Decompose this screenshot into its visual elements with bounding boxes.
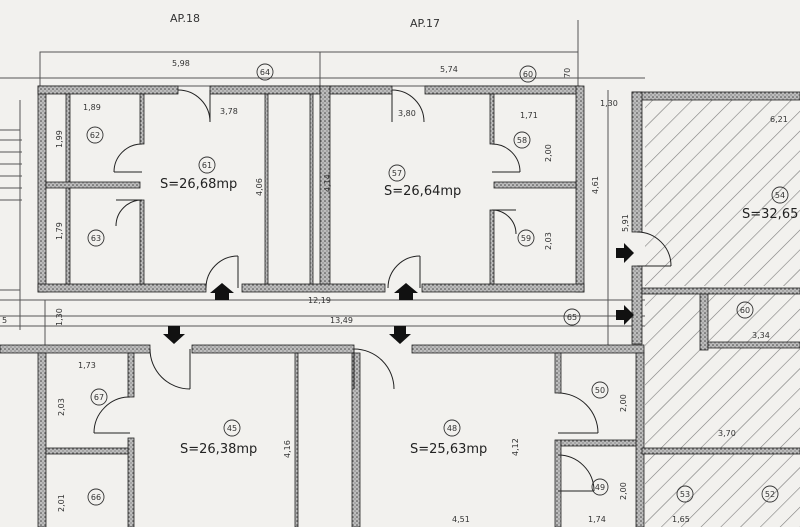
- dimension: 4,12: [511, 438, 520, 456]
- room-number: 60: [523, 70, 533, 79]
- area-label-61: S=26,68mp: [160, 177, 237, 192]
- room-number: 64: [260, 68, 270, 77]
- dimension: 4,51: [452, 515, 470, 524]
- dimension: 2,00: [619, 394, 628, 412]
- area-label-45: S=26,38mp: [180, 442, 257, 457]
- dimension: 1,65: [672, 515, 690, 524]
- dimension: 2,00: [619, 482, 628, 500]
- dimension: 1,99: [55, 130, 64, 148]
- dimension: 4,06: [255, 178, 264, 196]
- dimension: 3,78: [220, 107, 238, 116]
- room-number: 63: [91, 234, 101, 243]
- room-number: 67: [94, 393, 104, 402]
- room-number-circles: [86, 63, 789, 506]
- dimension: 2,03: [544, 232, 553, 250]
- dimensions: 5,98 5,74 1,89 3,78 3,80 1,71 1,30 6,21 …: [2, 59, 788, 524]
- room-number: 59: [521, 234, 531, 243]
- vertical-dimensions: 70 1,99 1,79 4,06 4,14 2,00 2,03 4,61 5,…: [55, 68, 630, 512]
- room-number: 65: [567, 313, 577, 322]
- area-label-54: S=32,65: [742, 207, 798, 222]
- area-label-48: S=25,63mp: [410, 442, 487, 457]
- dimension: 1,74: [588, 515, 606, 524]
- dimension: 3,80: [398, 109, 416, 118]
- dimension: 5: [2, 316, 7, 325]
- dimension: 3,34: [752, 331, 770, 340]
- doors: [93, 89, 672, 492]
- dimension: 1,89: [83, 103, 101, 112]
- dimension: 2,01: [57, 494, 66, 512]
- dimension: 1,71: [520, 111, 538, 120]
- stairs: [0, 139, 22, 201]
- room-number: 48: [447, 424, 457, 433]
- room-number: 53: [680, 490, 690, 499]
- room-number: 66: [91, 493, 101, 502]
- hatched-area-right: [645, 96, 800, 527]
- room-number: 60: [740, 306, 750, 315]
- room-number: 58: [517, 136, 527, 145]
- dimension: 1,30: [600, 99, 618, 108]
- dimension: 1,73: [78, 361, 96, 370]
- dimension: 5,91: [621, 214, 630, 232]
- room-number: 52: [765, 490, 775, 499]
- dimension: 5,98: [172, 59, 190, 68]
- dimension: 70: [563, 68, 572, 78]
- area-label-57: S=26,64mp: [384, 184, 461, 199]
- dimension: 4,14: [323, 174, 332, 192]
- dimension: 2,03: [57, 398, 66, 416]
- entrance-arrows: [163, 243, 634, 344]
- dimension: 1,30: [55, 308, 64, 326]
- room-number: 45: [227, 424, 237, 433]
- room-number-labels: 64 60 61 57 62 63 58 59 54 65 60 67 66 4…: [90, 68, 785, 502]
- dimension: 4,16: [283, 440, 292, 458]
- dimension: 2,00: [544, 144, 553, 162]
- dimension: 12,19: [308, 296, 331, 305]
- dimension: 13,49: [330, 316, 353, 325]
- ap17-header: AP.17: [410, 17, 440, 30]
- room-number: 61: [202, 161, 212, 170]
- dimension: 4,61: [591, 176, 600, 194]
- room-number: 50: [595, 386, 605, 395]
- walls: [0, 85, 800, 527]
- corridor-lines: [0, 90, 645, 345]
- room-number: 54: [775, 191, 785, 200]
- room-number: 49: [595, 483, 605, 492]
- dimension: 6,21: [770, 115, 788, 124]
- room-number: 62: [90, 131, 100, 140]
- ap18-header: AP.18: [170, 12, 200, 25]
- dimension: 3,70: [718, 429, 736, 438]
- dimension: 5,74: [440, 65, 458, 74]
- dimension: 1,79: [55, 222, 64, 240]
- room-number: 57: [392, 169, 402, 178]
